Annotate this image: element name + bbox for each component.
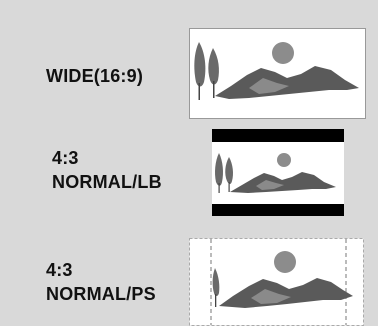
mountain-highlight (249, 78, 289, 94)
label-lb-line2: NORMAL/LB (52, 172, 162, 192)
letterbox-landscape-scene-icon (212, 129, 344, 216)
mountain-icon (215, 66, 359, 99)
label-normal-lb: 4:3 NORMAL/LB (52, 146, 162, 194)
letterbox-bottom-bar (212, 204, 344, 216)
label-normal-ps: 4:3 NORMAL/PS (46, 258, 156, 306)
mountain-icon (230, 172, 336, 193)
sun-icon (277, 153, 291, 167)
tree-icon (194, 42, 219, 100)
pan-scan-landscape-scene-icon (189, 238, 364, 326)
screen-pan-scan (189, 238, 364, 326)
screen-letterbox (212, 129, 344, 216)
label-ps-line2: NORMAL/PS (46, 284, 156, 304)
tree-icon (212, 268, 220, 307)
screen-wide (189, 28, 366, 119)
label-lb-line1: 4:3 (52, 148, 79, 168)
aspect-ratio-panel: WIDE(16:9) 4:3 NORMAL/LB (0, 0, 378, 326)
screen-letterbox-background (212, 129, 344, 216)
label-wide: WIDE(16:9) (46, 64, 143, 88)
tree-icon (215, 153, 233, 193)
label-wide-line1: WIDE(16:9) (46, 66, 144, 86)
sun-icon (274, 251, 296, 273)
label-ps-line1: 4:3 (46, 260, 73, 280)
letterbox-top-bar (212, 129, 344, 142)
sun-icon (272, 42, 294, 64)
mountain-icon (219, 278, 353, 308)
wide-landscape-scene-icon (189, 28, 366, 119)
mountain-highlight (251, 289, 291, 304)
mountain-highlight (256, 180, 284, 190)
